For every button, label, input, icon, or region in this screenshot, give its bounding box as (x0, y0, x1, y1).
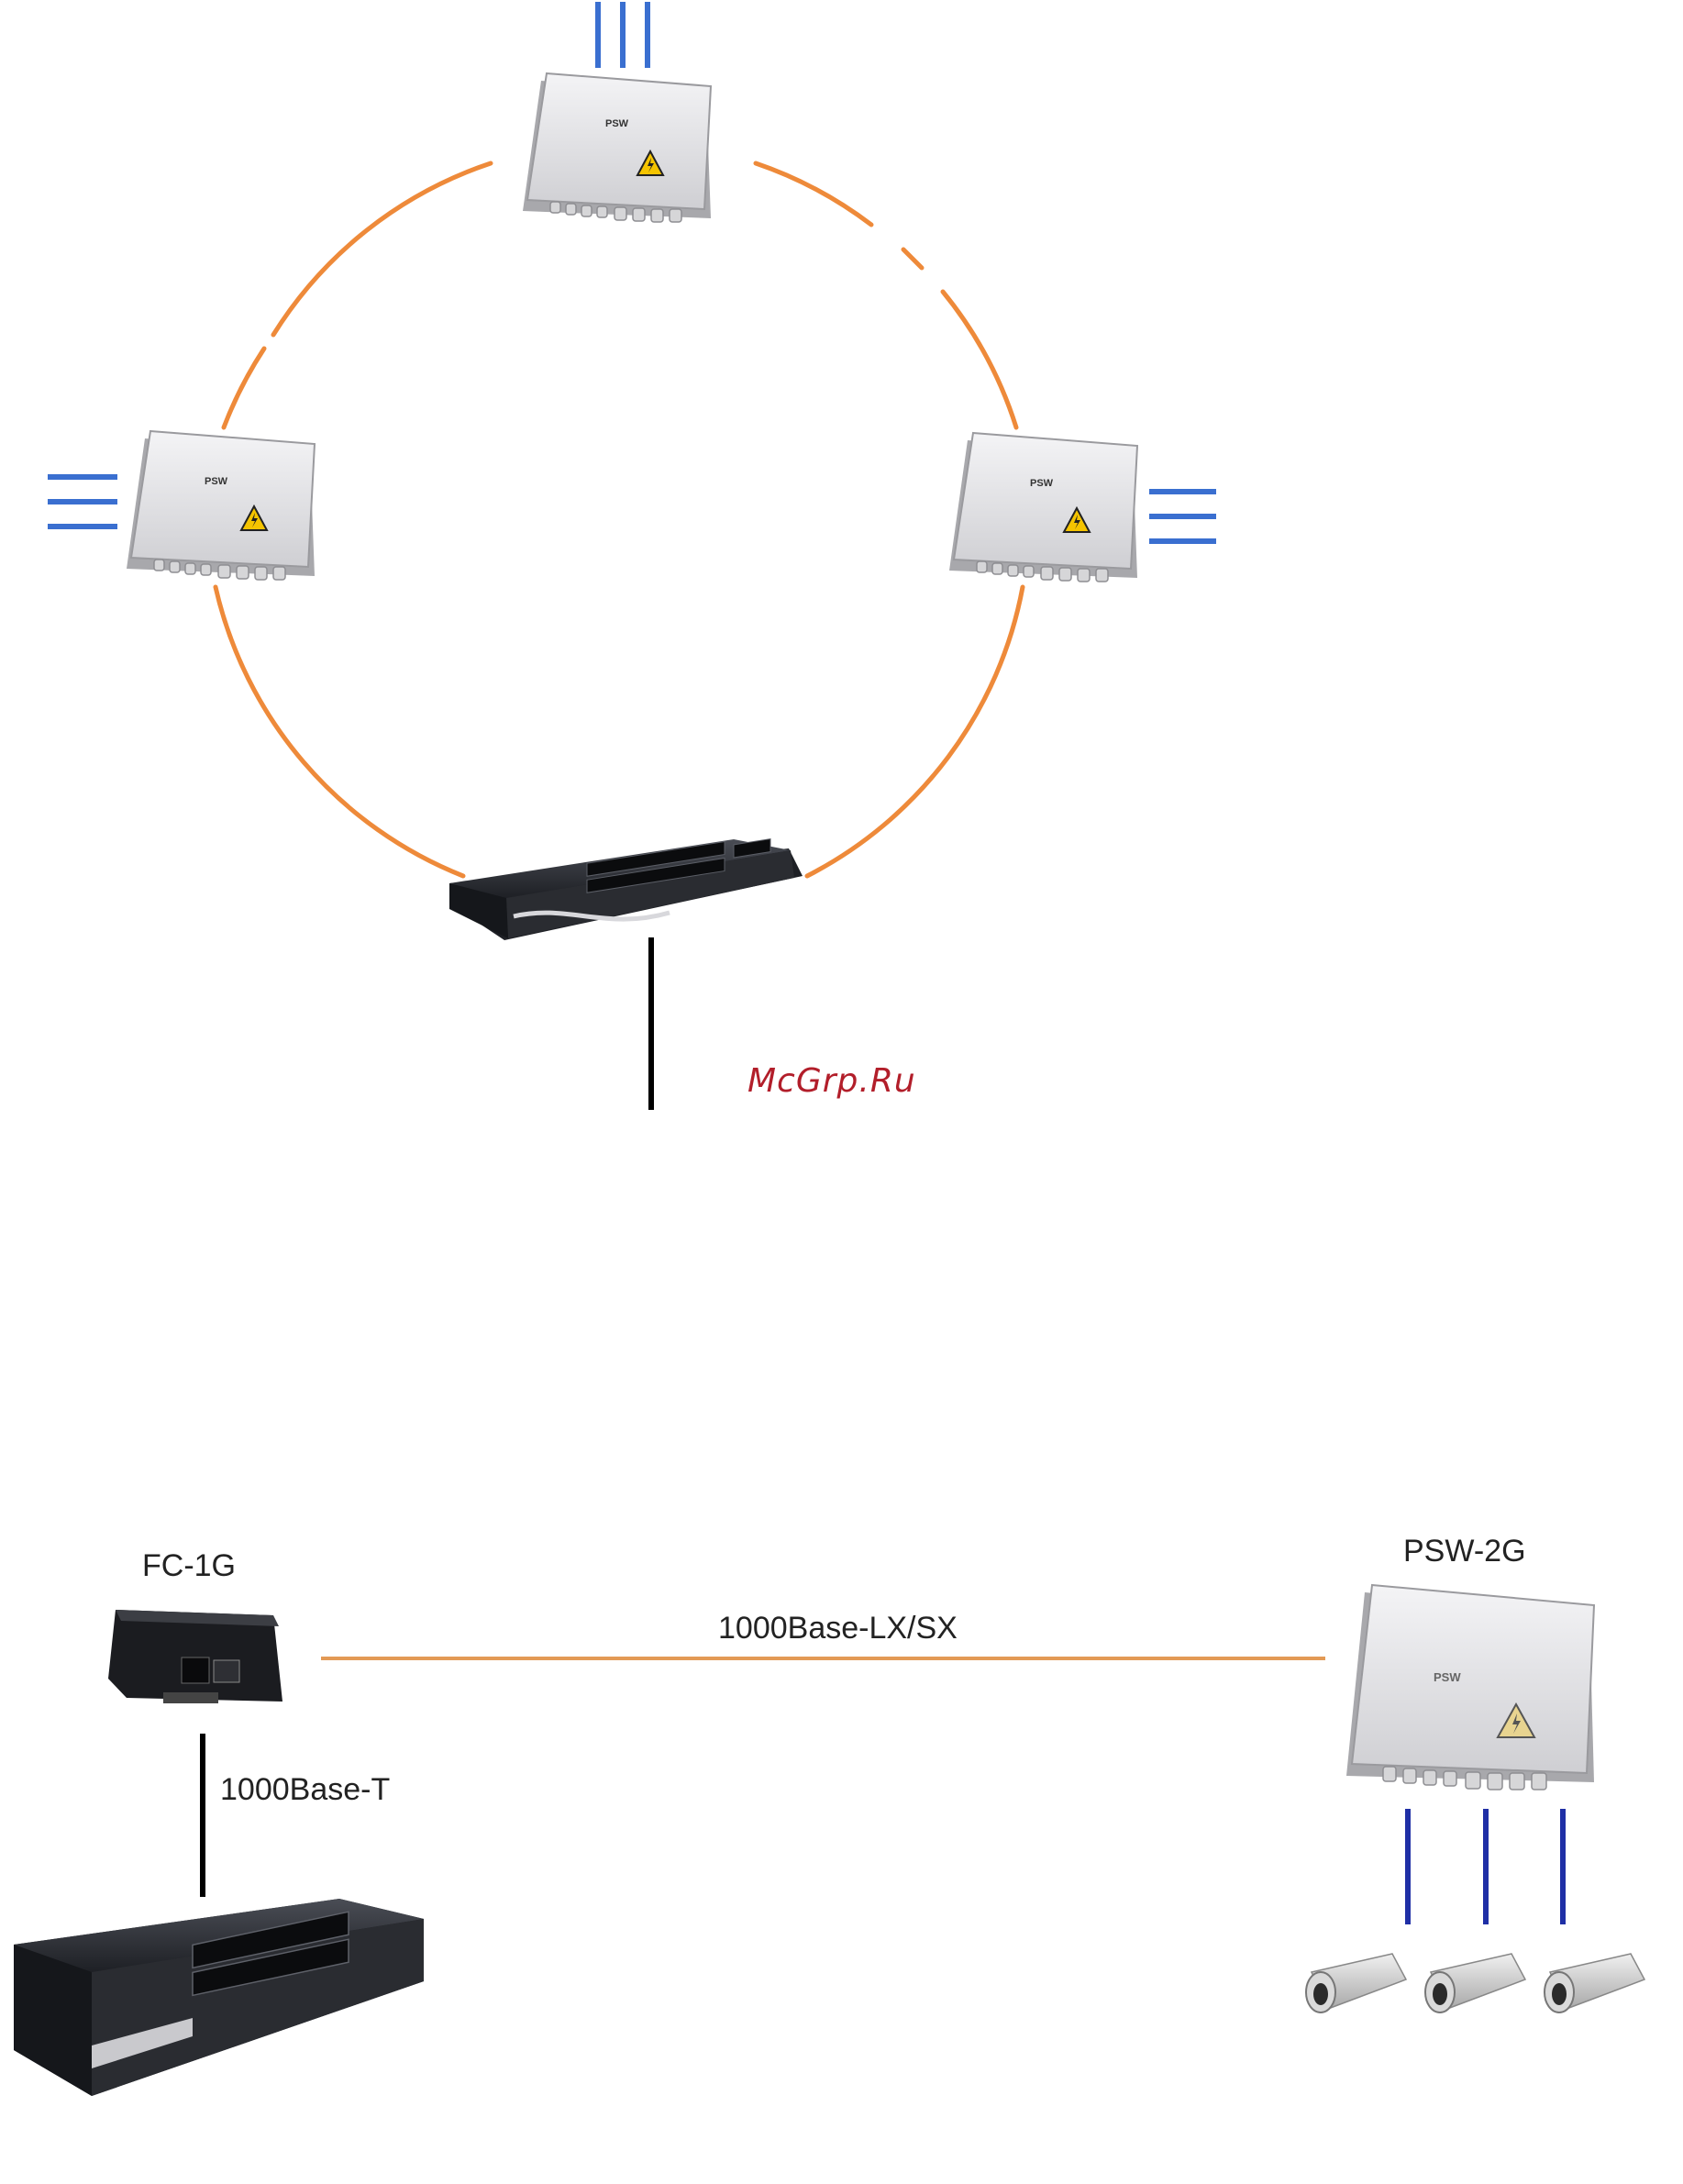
psw2g-box-label: PSW (1434, 1670, 1461, 1684)
lan-lines-top (598, 2, 648, 68)
fiber-link-top-right (756, 163, 871, 225)
media-converter-icon (108, 1610, 282, 1703)
fiber-link-right-upper (943, 292, 1016, 427)
psw-box-top-label: PSW (605, 118, 629, 129)
switch-icon (14, 1899, 424, 2096)
psw-box-left-label: PSW (205, 476, 228, 487)
psw-box-left: PSW (127, 431, 315, 580)
lan-lines-left (48, 477, 117, 527)
fiber-link-right-lower (807, 587, 1023, 876)
fiber-link-top-left (273, 163, 491, 335)
converter-label: FC-1G (142, 1548, 236, 1583)
psw-box-top: PSW (523, 73, 711, 222)
fiber-link-left-upper (224, 349, 264, 427)
fiber-link-left-lower (216, 587, 463, 876)
psw2g-box: PSW (1346, 1585, 1594, 1790)
camera-icon (1306, 1954, 1406, 2012)
psw-box-right-label: PSW (1030, 478, 1054, 489)
psw2g-label: PSW-2G (1403, 1534, 1526, 1569)
ring-fiber-links (216, 163, 1023, 876)
camera-links (1408, 1809, 1563, 1924)
lan-lines-right (1149, 492, 1216, 541)
fiber-link-right-upper-dash (903, 249, 922, 268)
switch-icon (449, 839, 803, 940)
camera-icon (1425, 1954, 1525, 2012)
psw-box-right: PSW (949, 433, 1137, 582)
camera-icon (1545, 1954, 1644, 2012)
copper-label: 1000Base-T (220, 1772, 390, 1807)
fiber-label: 1000Base-LX/SX (718, 1611, 958, 1646)
watermark-text: McGrp.Ru (747, 1062, 916, 1100)
